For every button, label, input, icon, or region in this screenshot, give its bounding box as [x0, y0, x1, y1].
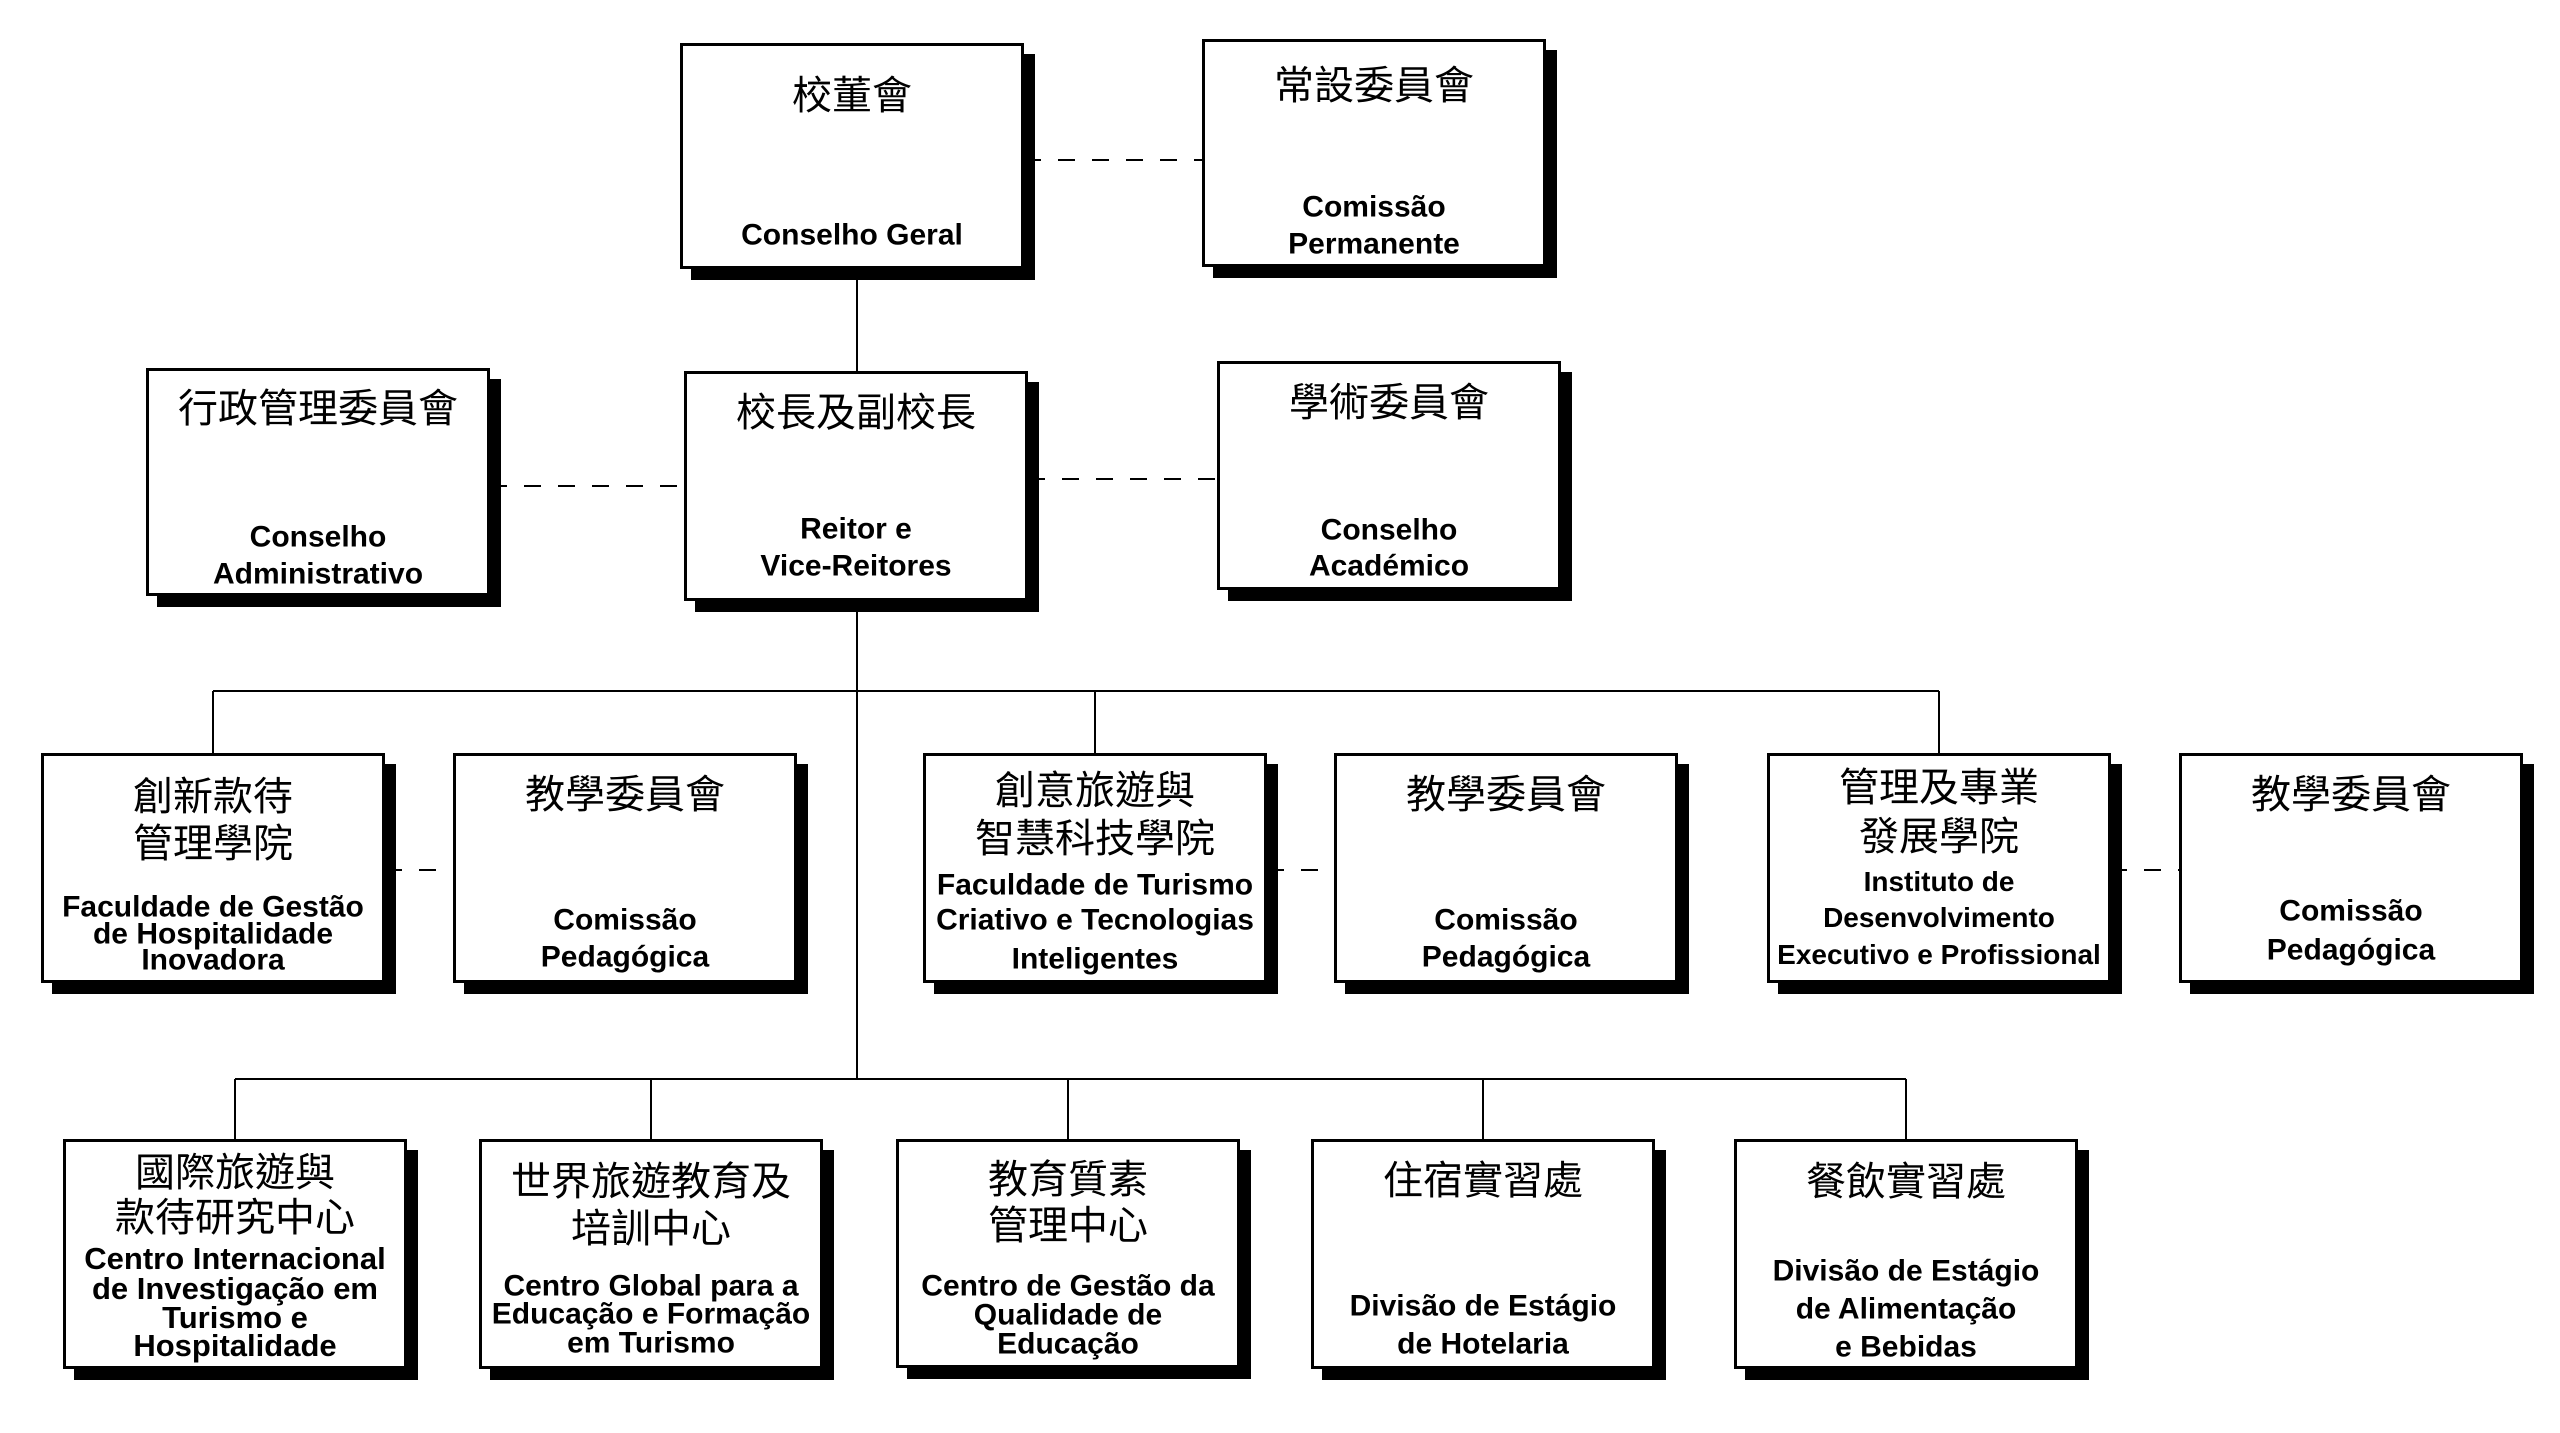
svg-text:de Investigação em: de Investigação em — [92, 1271, 378, 1306]
svg-text:e Bebidas: e Bebidas — [1835, 1331, 1977, 1364]
svg-text:Hospitalidade: Hospitalidade — [133, 1328, 336, 1363]
svg-text:Divisão de Estágio: Divisão de Estágio — [1773, 1255, 2040, 1288]
svg-text:Educação e Formação: Educação e Formação — [492, 1298, 810, 1331]
svg-text:Inovadora: Inovadora — [141, 944, 285, 977]
svg-text:Comissão: Comissão — [1434, 904, 1577, 937]
svg-text:Académico: Académico — [1309, 550, 1469, 583]
svg-text:Centro Internacional: Centro Internacional — [84, 1241, 385, 1276]
svg-text:Centro de Gestão da: Centro de Gestão da — [921, 1270, 1215, 1303]
svg-text:Permanente: Permanente — [1288, 228, 1460, 261]
svg-text:Vice-Reitores: Vice-Reitores — [760, 550, 951, 583]
svg-text:Reitor e: Reitor e — [800, 513, 912, 546]
svg-text:de Hotelaria: de Hotelaria — [1397, 1328, 1569, 1361]
svg-text:Conselho: Conselho — [250, 521, 387, 554]
svg-text:Comissão: Comissão — [553, 904, 696, 937]
svg-text:Divisão de Estágio: Divisão de Estágio — [1350, 1290, 1617, 1323]
svg-text:Administrativo: Administrativo — [213, 558, 423, 591]
svg-text:Educação: Educação — [997, 1328, 1139, 1361]
svg-text:Qualidade de: Qualidade de — [974, 1299, 1162, 1332]
svg-text:Inteligentes: Inteligentes — [1012, 943, 1179, 976]
svg-text:Desenvolvimento: Desenvolvimento — [1823, 902, 2055, 933]
svg-text:Faculdade de Turismo: Faculdade de Turismo — [937, 869, 1253, 902]
svg-text:em Turismo: em Turismo — [567, 1327, 735, 1360]
svg-text:Instituto de: Instituto de — [1864, 866, 2015, 897]
svg-text:Pedagógica: Pedagógica — [2267, 934, 2436, 967]
svg-text:Comissão: Comissão — [1302, 191, 1445, 224]
svg-text:Conselho: Conselho — [1321, 514, 1458, 547]
svg-text:Executivo e Profissional: Executivo e Profissional — [1777, 939, 2101, 970]
svg-text:de Hospitalidade: de Hospitalidade — [93, 918, 333, 951]
svg-text:de Alimentação: de Alimentação — [1796, 1293, 2017, 1326]
svg-text:Pedagógica: Pedagógica — [541, 941, 710, 974]
svg-text:Turismo e: Turismo e — [162, 1300, 308, 1335]
svg-text:Conselho Geral: Conselho Geral — [741, 219, 963, 252]
svg-text:Comissão: Comissão — [2279, 895, 2422, 928]
svg-text:Centro Global para a: Centro Global para a — [503, 1270, 798, 1303]
svg-text:Pedagógica: Pedagógica — [1422, 941, 1591, 974]
svg-text:Faculdade de Gestão: Faculdade de Gestão — [62, 891, 364, 924]
svg-text:Criativo e Tecnologias: Criativo e Tecnologias — [936, 904, 1254, 937]
